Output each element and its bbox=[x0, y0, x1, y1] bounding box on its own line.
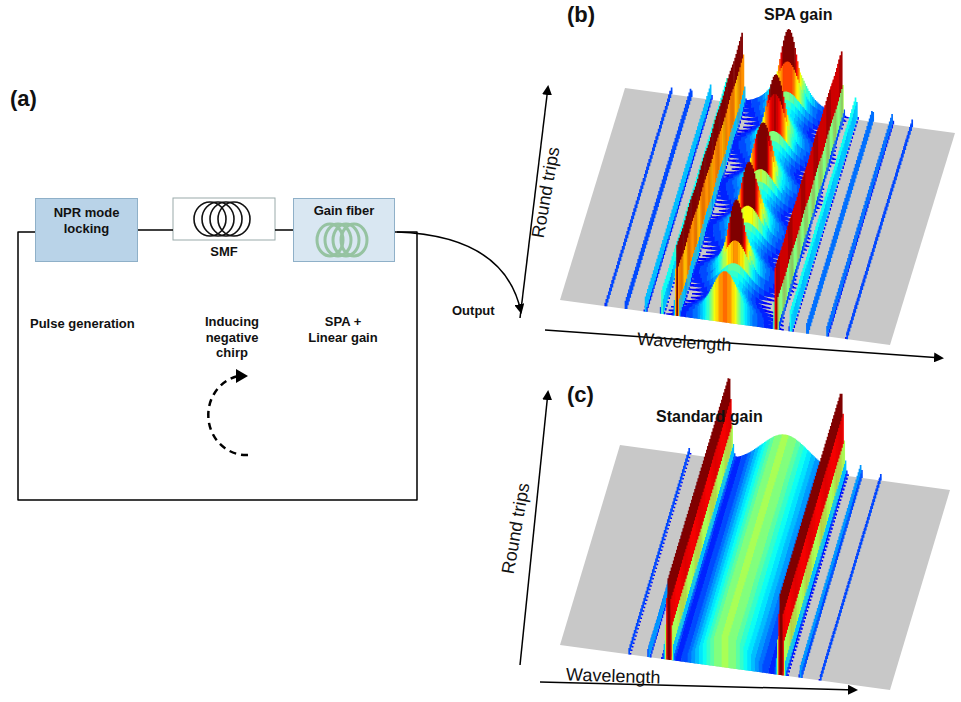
text-label: Standard gain bbox=[656, 408, 763, 426]
axis-label: Round trips bbox=[498, 481, 535, 575]
smf-coil bbox=[194, 202, 250, 236]
box-label: SMF bbox=[173, 244, 275, 260]
box-label: NPR mode locking bbox=[40, 205, 133, 236]
plot-plane bbox=[560, 445, 950, 690]
axis-label: Wavelength bbox=[636, 329, 732, 357]
loop-connector bbox=[138, 229, 173, 231]
output-arrow bbox=[397, 232, 521, 312]
text-label: SPA + Linear gain bbox=[305, 314, 381, 345]
axis-label: Round trips bbox=[528, 145, 565, 239]
loop-connector bbox=[18, 232, 417, 500]
plot-plane bbox=[560, 88, 955, 345]
spectrum-slice bbox=[668, 578, 781, 675]
spectrum-slice bbox=[676, 268, 731, 323]
spectrum-slice bbox=[666, 624, 784, 675]
text-label: (a) bbox=[10, 86, 37, 112]
spectrum-slice bbox=[667, 598, 783, 675]
text-label: Output bbox=[452, 303, 495, 318]
text-label: Inducing negative chirp bbox=[196, 314, 268, 361]
text-label: SPA gain bbox=[764, 6, 832, 24]
direction-arrow bbox=[208, 376, 248, 455]
spectrum-slice bbox=[676, 245, 678, 316]
process-box: NPR mode locking bbox=[35, 198, 138, 262]
smf-frame bbox=[173, 198, 275, 240]
direction-arrowhead bbox=[236, 369, 248, 383]
loop-connector bbox=[275, 229, 293, 231]
box-label: Gain fiber bbox=[296, 203, 392, 219]
axis-label: Wavelength bbox=[566, 664, 661, 688]
process-box: SMF bbox=[173, 198, 275, 262]
text-label: Pulse generation bbox=[30, 316, 135, 331]
text-label: (c) bbox=[567, 382, 594, 408]
process-box: Gain fiber bbox=[293, 198, 395, 262]
spectrum-slice bbox=[678, 266, 730, 323]
spectrum-slice bbox=[776, 263, 778, 329]
text-label: (b) bbox=[567, 2, 595, 28]
spectrum-slice bbox=[724, 271, 727, 323]
